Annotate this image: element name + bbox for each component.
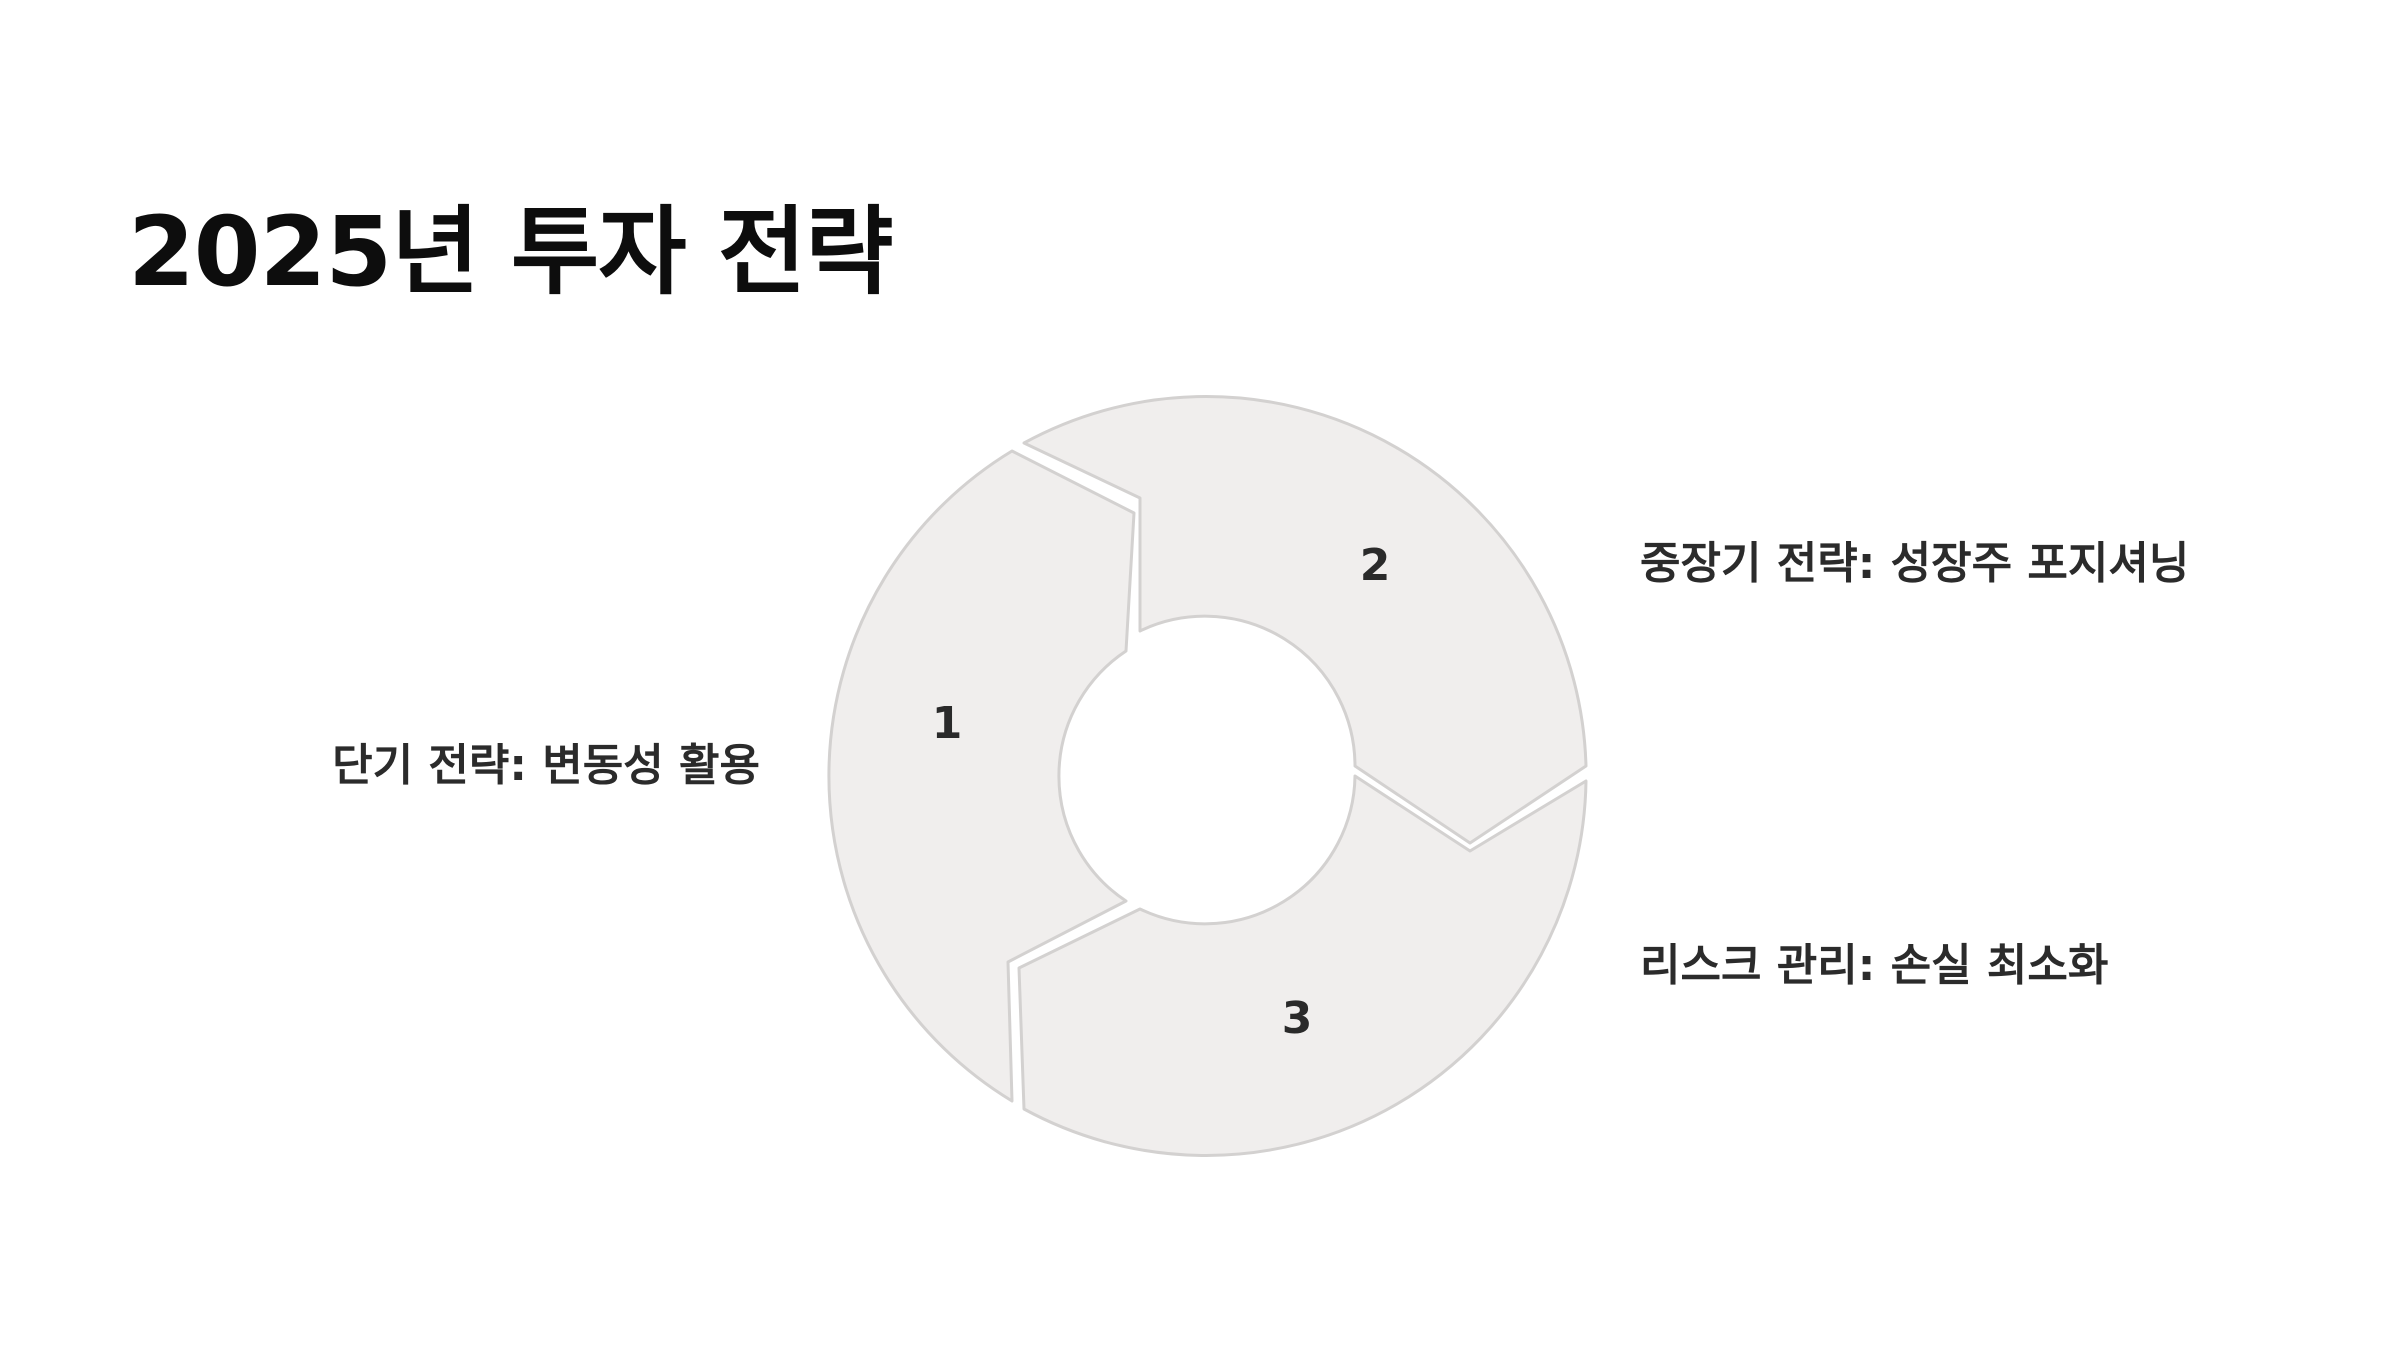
- cycle-label-1: 단기 전략: 변동성 활용: [332, 740, 760, 791]
- cycle-segment-3: [1017, 774, 1588, 1157]
- cycle-segment-3-number: 3: [1282, 993, 1313, 1044]
- cycle-segment-2: [1022, 395, 1588, 845]
- cycle-segment-1-number: 1: [932, 698, 963, 749]
- slide-title: 2025년 투자 전략: [128, 196, 894, 308]
- cycle-segment-2-number: 2: [1360, 540, 1391, 591]
- cycle-label-3: 리스크 관리: 손실 최소화: [1640, 940, 2109, 991]
- cycle-segment-1: [827, 449, 1136, 1103]
- cycle-label-2: 중장기 전략: 성장주 포지셔닝: [1640, 538, 2190, 589]
